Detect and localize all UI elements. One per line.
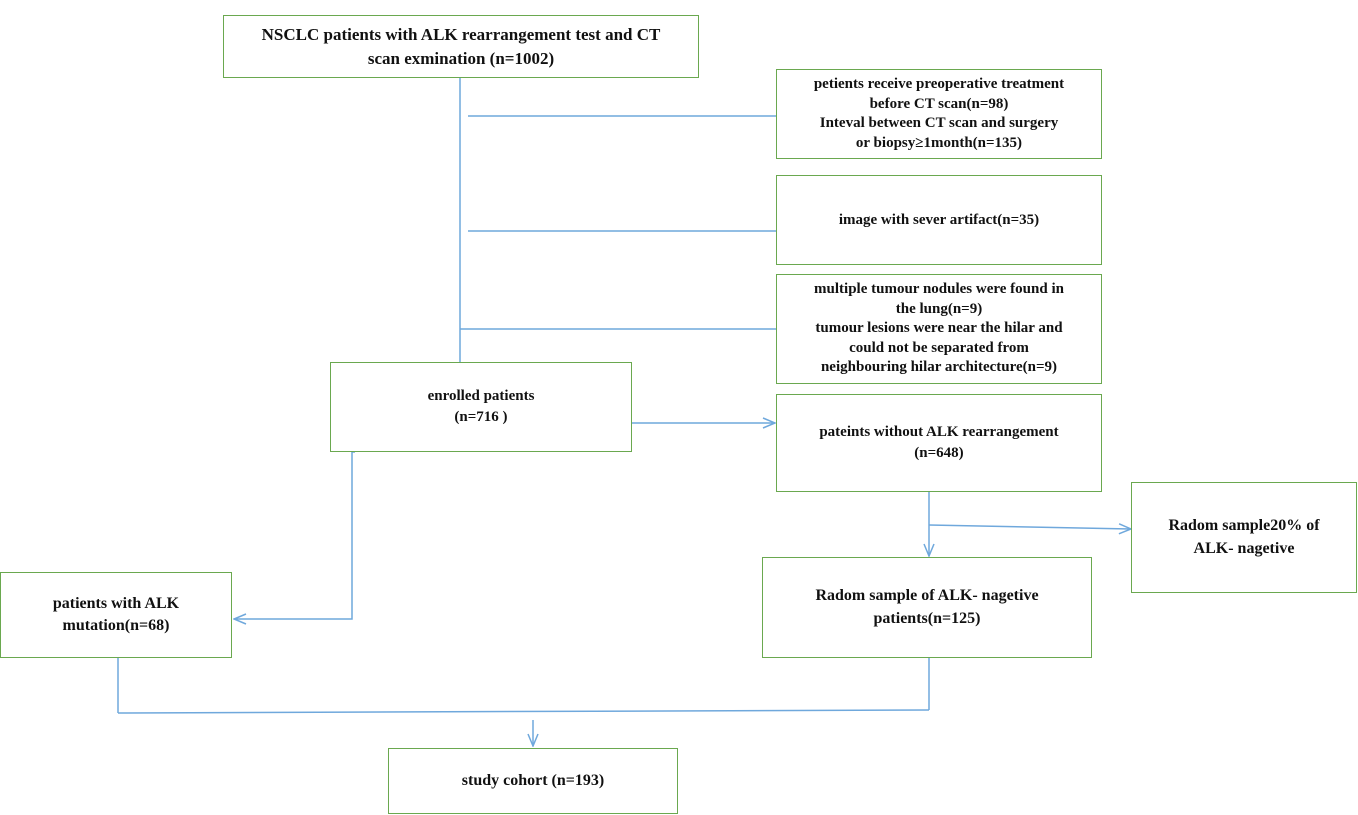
box-text-line: petients receive preoperative treatment (813, 76, 1065, 92)
box-text-line: (n=716 ) (454, 409, 508, 425)
arrow-to-random-pct (928, 525, 1131, 529)
box-exclusion-nodules: multiple tumour nodules were found in th… (776, 274, 1102, 384)
box-text-line: patients with ALK (52, 594, 180, 612)
arrow-enrolled-to-alk-mutation (234, 451, 355, 619)
box-text-line: or biopsy≥1month(n=135) (855, 134, 1023, 151)
box-exclusion-artifact: image with sever artifact(n=35) (776, 175, 1102, 265)
box-without-alk: pateints without ALK rearrangement (n=64… (776, 394, 1102, 492)
box-text-line: multiple tumour nodules were found in (814, 281, 1064, 298)
box-text-line: (n=648) (914, 445, 964, 461)
box-initial-population: NSCLC patients with ALK rearrangement te… (223, 15, 699, 78)
box-enrolled-patients: enrolled patients (n=716 ) (330, 362, 632, 452)
box-text-line: ALK- nagetive (1193, 539, 1295, 557)
box-text-line: Radom sample of ALK- nagetive (815, 587, 1039, 605)
box-text-line: could not be separated from (849, 339, 1029, 356)
box-text-line: pateints without ALK rearrangement (819, 424, 1059, 440)
box-study-cohort: study cohort (n=193) (388, 748, 678, 814)
box-random-sample-percent: Radom sample20% of ALK- nagetive (1131, 482, 1357, 593)
box-text-line: mutation(n=68) (62, 617, 170, 634)
box-text-line: neighbouring hilar architecture(n=9) (820, 359, 1058, 376)
box-text-line: NSCLC patients with ALK rearrangement te… (261, 24, 661, 44)
box-text-line: scan exmination (n=1002) (367, 48, 555, 68)
box-exclusion-treatment: petients receive preoperative treatment … (776, 69, 1102, 159)
box-alk-mutation: patients with ALK mutation(n=68) (0, 572, 232, 658)
box-text-line: before CT scan(n=98) (869, 95, 1009, 112)
box-text-line: patients(n=125) (873, 609, 981, 627)
merge-horizontal-line (117, 709, 930, 714)
box-text-line: Inteval between CT scan and surgery (819, 115, 1059, 131)
box-text-line: study cohort (n=193) (461, 771, 605, 789)
box-text-line: Radom sample20% of (1168, 517, 1320, 535)
box-text-line: enrolled patients (427, 388, 535, 404)
box-text-line: the lung(n=9) (895, 300, 983, 317)
box-text-line: tumour lesions were near the hilar and (815, 320, 1063, 337)
box-random-sample-patients: Radom sample of ALK- nagetive patients(n… (762, 557, 1092, 658)
box-text-line: image with sever artifact(n=35) (838, 211, 1040, 228)
